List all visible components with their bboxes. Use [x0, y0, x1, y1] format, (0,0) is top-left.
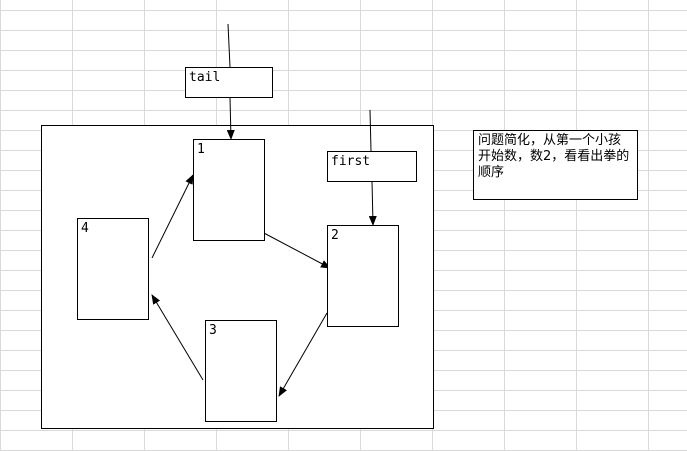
- first-pointer-line: [369, 109, 372, 152]
- first-pointer-box: first: [327, 151, 417, 182]
- tail-pointer-arrow: [226, 96, 235, 140]
- arrow-3-to-4: [151, 294, 204, 381]
- node-4: 4: [77, 218, 149, 320]
- arrow-1-to-2: [261, 231, 331, 269]
- node-3: 3: [205, 320, 277, 422]
- tail-label: tail: [189, 70, 221, 85]
- note-text: 问题简化，从第一个小孩开始数，数2，看看出拳的顺序: [478, 133, 630, 180]
- tail-pointer-box: tail: [185, 67, 273, 98]
- arrow-2-to-3: [278, 312, 328, 397]
- arrow-4-to-1: [151, 174, 194, 259]
- first-label: first: [331, 154, 371, 169]
- first-pointer-arrow: [368, 180, 377, 226]
- node-3-label: 3: [209, 323, 217, 338]
- note-box: 问题简化，从第一个小孩开始数，数2，看看出拳的顺序: [473, 130, 638, 200]
- tail-pointer-line: [227, 23, 231, 68]
- node-4-label: 4: [81, 221, 89, 236]
- node-2: 2: [327, 225, 399, 327]
- node-1: 1: [193, 139, 265, 241]
- node-2-label: 2: [331, 228, 339, 243]
- node-1-label: 1: [197, 142, 205, 157]
